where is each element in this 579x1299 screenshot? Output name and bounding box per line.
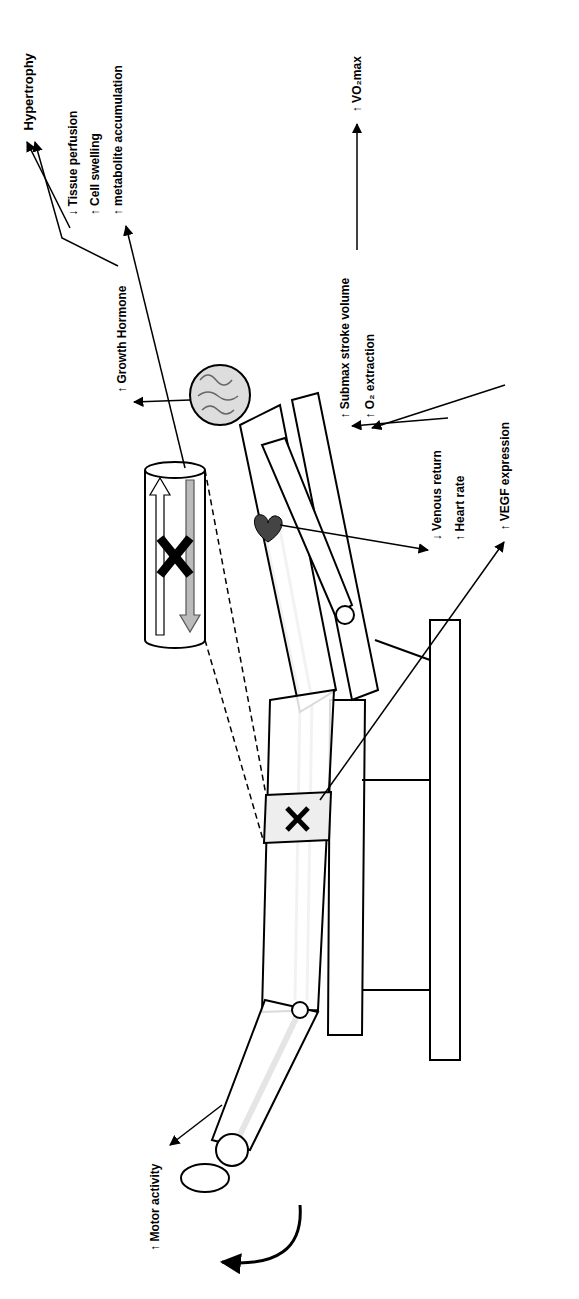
leader-arrow [170,1105,222,1145]
cuff-inset [145,462,266,843]
leader-arrow [27,142,70,228]
annotation-label: ↓ Venous return [430,450,444,540]
human-figure [262,690,334,1012]
brain-texture [198,392,238,400]
brain-texture [202,406,234,414]
cuff-inset [160,538,190,575]
human-figure [190,365,250,425]
annotation-label: ↑ Heart rate [453,475,467,540]
brain-texture [198,375,238,414]
annotation-label: Hypertrophy [20,53,36,130]
annotation-label: ↑ VEGF expression [498,421,512,530]
annotation-label: ↑ Cell swelling [88,133,102,215]
leader-arrow [27,124,505,1145]
annotation-label: ↑ Motor activity [148,1163,162,1250]
cuff-inset [150,478,170,635]
annotation-label: ↑ Submax stroke volume [338,277,352,418]
leader-arrow [280,525,428,550]
leader-arrow [372,385,505,428]
leader-arrow [134,400,190,402]
heart-symbol [254,515,282,542]
human-figure [216,1134,248,1166]
cuff-inset [205,640,264,843]
leader-arrow [320,542,504,800]
motion-arrow [222,1205,300,1263]
annotation-label: ↑ Growth Hormone [115,285,129,392]
occlusion-cuff [287,808,308,830]
human-figure [181,365,354,1192]
human-figure [212,1000,318,1150]
annotation-label: ↑ metabolite accumulation [111,65,125,215]
annotation-label: ↑ VO₂max [350,56,364,112]
exercise-machine [362,989,430,991]
cuff-inset [204,470,206,640]
cuff-inset [145,640,205,648]
exercise-machine [430,620,460,1060]
occlusion-cuff [287,808,308,830]
cuff-inset [144,470,146,640]
brain-texture [200,375,232,385]
heart-symbol [254,515,282,542]
human-figure [181,1164,229,1192]
human-figure [336,606,354,624]
motion-arrow [222,1205,300,1263]
cuff-inset [160,538,190,575]
human-figure [292,1002,308,1018]
exercise-machine [362,779,430,781]
cuff-inset [145,462,205,478]
cuff-inset [145,470,205,640]
annotation-label: ↓ Tissue perfusion [66,110,80,215]
leader-arrow [356,124,358,250]
exercise-machine [328,700,365,1035]
annotation-label: ↑ O₂ extraction [363,333,377,418]
leader-arrow [126,226,185,468]
cuff-inset [180,480,200,632]
